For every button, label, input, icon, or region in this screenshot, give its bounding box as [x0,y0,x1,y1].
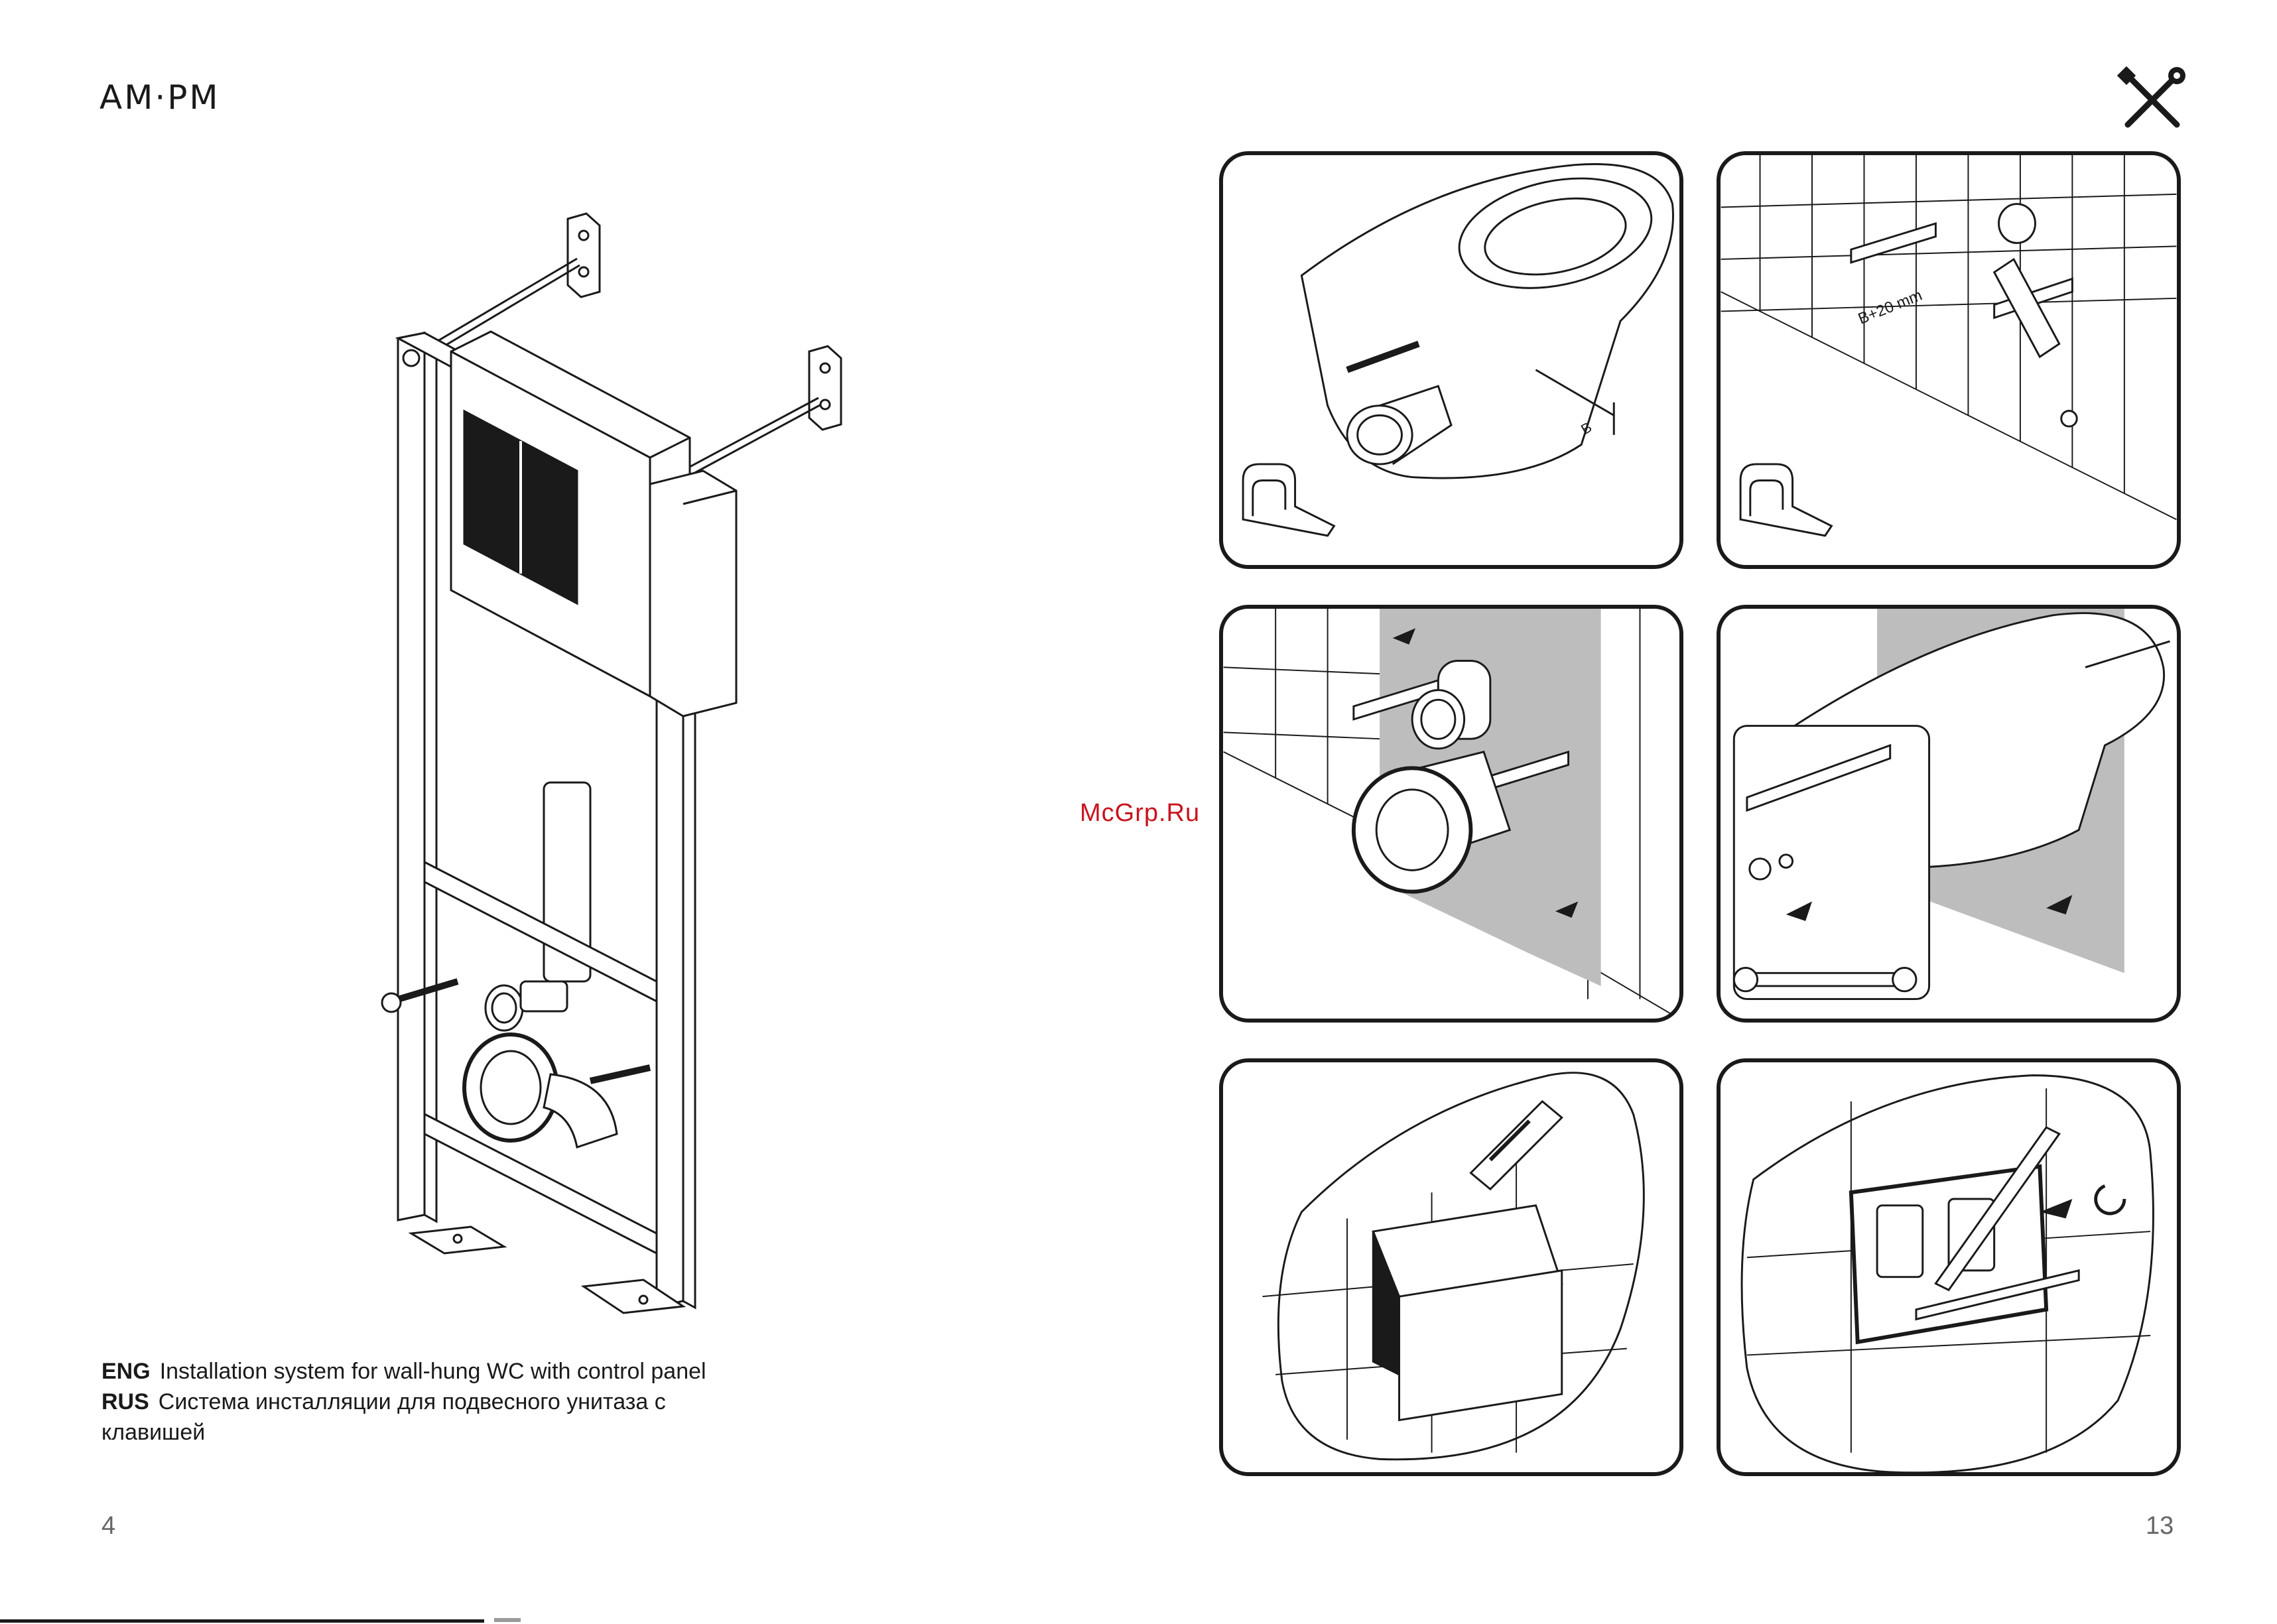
wall-marking-illustration: B+20 mm [1721,155,2177,565]
installation-frame-illustration [371,199,849,1346]
wc-measure-illustration: B [1223,155,1679,565]
page-number-left: 4 [101,1512,115,1540]
dim-label-b20: B+20 mm [1856,286,1925,328]
caption-eng-text: Installation system for wall-hung WC wit… [160,1359,706,1384]
watermark-link[interactable]: McGrp.Ru [1080,799,1200,828]
step-panel-5 [1219,1058,1683,1476]
caption-rus-text: Система инсталляции для подвесного унита… [101,1389,666,1445]
step-panel-2: B+20 mm [1717,151,2181,569]
brand-logo: AM·PM [99,78,220,117]
flush-plate-fix-illustration [1721,1062,2177,1472]
wc-mount-illustration [1721,609,2177,1019]
wrench-screwdriver-icon [2116,66,2189,133]
protective-cover-cut-illustration [1223,1062,1679,1472]
step-panel-3 [1219,605,1683,1023]
tape-measure-icon [1740,464,1831,536]
footer-mark [494,1618,521,1622]
footer-rule [0,1619,484,1623]
pipe-install-illustration [1223,609,1679,1019]
caption-eng-lang: ENG [101,1359,151,1384]
step-panel-1: B [1219,151,1683,569]
tape-measure-icon [1243,464,1334,536]
caption-eng: ENG Installation system for wall-hung WC … [101,1356,738,1387]
product-caption: ENG Installation system for wall-hung WC … [101,1356,738,1448]
caption-rus-lang: RUS [101,1389,149,1414]
step-panel-4 [1717,605,2181,1023]
step-panel-6 [1717,1058,2181,1476]
page-number-right: 13 [2146,1512,2174,1540]
